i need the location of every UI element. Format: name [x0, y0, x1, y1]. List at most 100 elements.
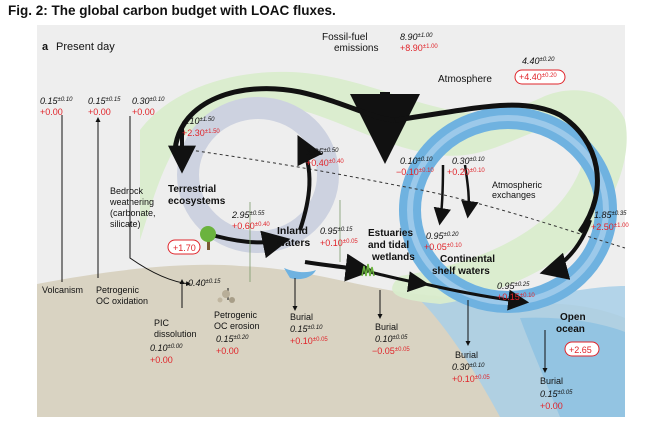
petrogenic-ox-value-red: +0.00 [88, 107, 111, 117]
bedrock-label-3: (carbonate, [110, 208, 156, 218]
dotted-boundary-line [189, 149, 626, 249]
burial-ocean-label: Burial [540, 376, 563, 386]
burial-inland-label: Burial [290, 312, 313, 322]
open-ocean-label-2: ocean [556, 324, 585, 335]
pic-dissolution-value: 0.10±0.00 [150, 343, 183, 353]
continental-label-2: shelf waters [432, 266, 490, 277]
pic-dissolution-value-red: +0.00 [150, 355, 173, 365]
atm-exchange-label-2: exchanges [492, 190, 536, 200]
wetland-grass-icon [361, 263, 375, 277]
shelf-atm-value-red: +0.20±0.10 [447, 167, 485, 177]
shelf-to-ocean-value: 0.95±0.25 [497, 281, 530, 291]
estuary-atm-value-red: −0.10±0.10 [396, 167, 434, 177]
estuary-to-shelf-value: 0.95±0.20 [426, 231, 459, 241]
land-sink-value: +1.70 [173, 243, 196, 253]
burial-estuary-value-red: −0.05±0.05 [372, 346, 410, 356]
fossil-value: 8.90±1.00 [400, 32, 433, 42]
shelf-to-ocean-arrow [424, 282, 530, 311]
terrestrial-value-red: +2.30±1.50 [182, 128, 220, 138]
land-sink-oval [167, 239, 201, 255]
burial-shelf-label: Burial [455, 350, 478, 360]
shelf-atm-arrow [461, 164, 479, 219]
terrestrial-label-1: Terrestrial [168, 184, 216, 195]
ocean-atm-value: 1.85±0.35 [594, 210, 627, 220]
atmosphere-loop-arrow-upper [172, 86, 396, 151]
shelf-atm-value: 0.30±0.10 [452, 156, 485, 166]
petrogenic-ox-value: 0.15±0.15 [88, 96, 121, 106]
atmosphere-value: 4.40±0.20 [522, 56, 555, 66]
burial-ocean-value: 0.15±0.05 [540, 389, 573, 399]
bedrock-label-2: weathering [109, 197, 154, 207]
burial-estuary-value: 0.10±0.05 [375, 334, 408, 344]
inland-outgassing-arrow [297, 134, 323, 231]
deep-ocean-water [520, 317, 625, 417]
ocean-sink-value: +2.65 [569, 345, 592, 355]
panel-letter: a [42, 41, 49, 53]
petrogenic-erosion-value: 0.15±0.20 [216, 334, 249, 344]
inland-export-value-red: +0.10±0.05 [320, 238, 358, 248]
inland-outgassing-value-red: +0.40±0.40 [306, 158, 344, 168]
volcanism-value-red: +0.00 [40, 107, 63, 117]
terrestrial-label-2: ecosystems [168, 196, 226, 207]
bedrock-value-red: +0.00 [132, 107, 155, 117]
fossil-fuel-label-line1: Fossil-fuel [322, 32, 368, 43]
pic-label-2: dissolution [154, 329, 197, 339]
volcanism-label: Volcanism [42, 285, 83, 295]
burial-shelf-value-red: +0.10±0.05 [452, 374, 490, 384]
estuary-to-shelf-value-red: +0.05±0.10 [424, 242, 462, 252]
petro-erosion-label-1: Petrogenic [214, 310, 258, 320]
inland-outgassing-value: 1.85±0.50 [306, 147, 339, 157]
terrestrial-to-inland-value-red: +0.60±0.40 [232, 221, 270, 231]
inland-lake [284, 268, 316, 280]
petrogenic-erosion-value-red: +0.00 [216, 346, 239, 356]
inland-label-2: waters [276, 237, 310, 249]
pic-value: 0.40±0.15 [188, 278, 221, 288]
terrestrial-value: 4.10±1.50 [182, 116, 215, 126]
estuary-atm-arrow [433, 164, 451, 226]
volcanism-value: 0.15±0.10 [40, 96, 73, 106]
atmosphere-total-oval [514, 69, 566, 85]
tree-trunk [207, 238, 210, 250]
bedrock-label-1: Bedrock [110, 186, 144, 196]
estuaries-label-2: and tidal [368, 240, 409, 251]
petro-erosion-label-2: OC erosion [214, 321, 260, 331]
estuaries-label-1: Estuaries [368, 228, 413, 239]
ocean-uptake-arrow [539, 219, 592, 280]
open-ocean-label-1: Open [560, 312, 586, 323]
shelf-to-ocean-value-red: +0.15±0.10 [497, 292, 535, 302]
petrogenic-ox-label-1: Petrogenic [96, 285, 140, 295]
bedrock-value: 0.30±0.10 [132, 96, 165, 106]
tree-icon [200, 226, 216, 242]
burial-inland-value-red: +0.10±0.05 [290, 336, 328, 346]
continental-label-1: Continental [440, 254, 495, 265]
inland-export-value: 0.95±0.15 [320, 226, 353, 236]
burial-inland-value: 0.15±0.10 [290, 324, 323, 334]
panel-label: Present day [56, 41, 115, 53]
fossil-fuel-label-line2: emissions [334, 43, 378, 54]
ocean-sink-oval [564, 341, 600, 357]
burial-estuary-label: Burial [375, 322, 398, 332]
terrestrial-to-inland-value: 2.95±0.55 [231, 210, 265, 220]
petrogenic-ox-label-2: OC oxidation [96, 296, 148, 306]
rock-icon [222, 290, 230, 298]
pic-label-1: PIC [154, 318, 170, 328]
inland-label-1: Inland [277, 225, 308, 237]
atmosphere-band [140, 71, 627, 304]
estuary-to-shelf-arrow [369, 270, 430, 293]
rock-icon [229, 297, 235, 303]
atmosphere-label: Atmosphere [438, 74, 492, 85]
estuary-atm-value: 0.10±0.10 [400, 156, 433, 166]
burial-ocean-value-red: +0.00 [540, 401, 563, 411]
fossil-value-red: +8.90±1.00 [400, 43, 438, 53]
atmosphere-value-red: +4.40±0.20 [519, 72, 557, 82]
figure-title: Fig. 2: The global carbon budget with LO… [8, 3, 336, 18]
ocean-atm-value-red: +2.50±1.00 [591, 222, 629, 232]
rock-icon [217, 297, 223, 303]
bedrock-label-4: silicate) [110, 219, 141, 229]
atmosphere-loop-arrow-right [394, 102, 600, 234]
estuaries-label-3: wetlands [371, 252, 415, 263]
atm-exchange-label-1: Atmospheric [492, 180, 543, 190]
burial-shelf-value: 0.30±0.10 [452, 362, 485, 372]
